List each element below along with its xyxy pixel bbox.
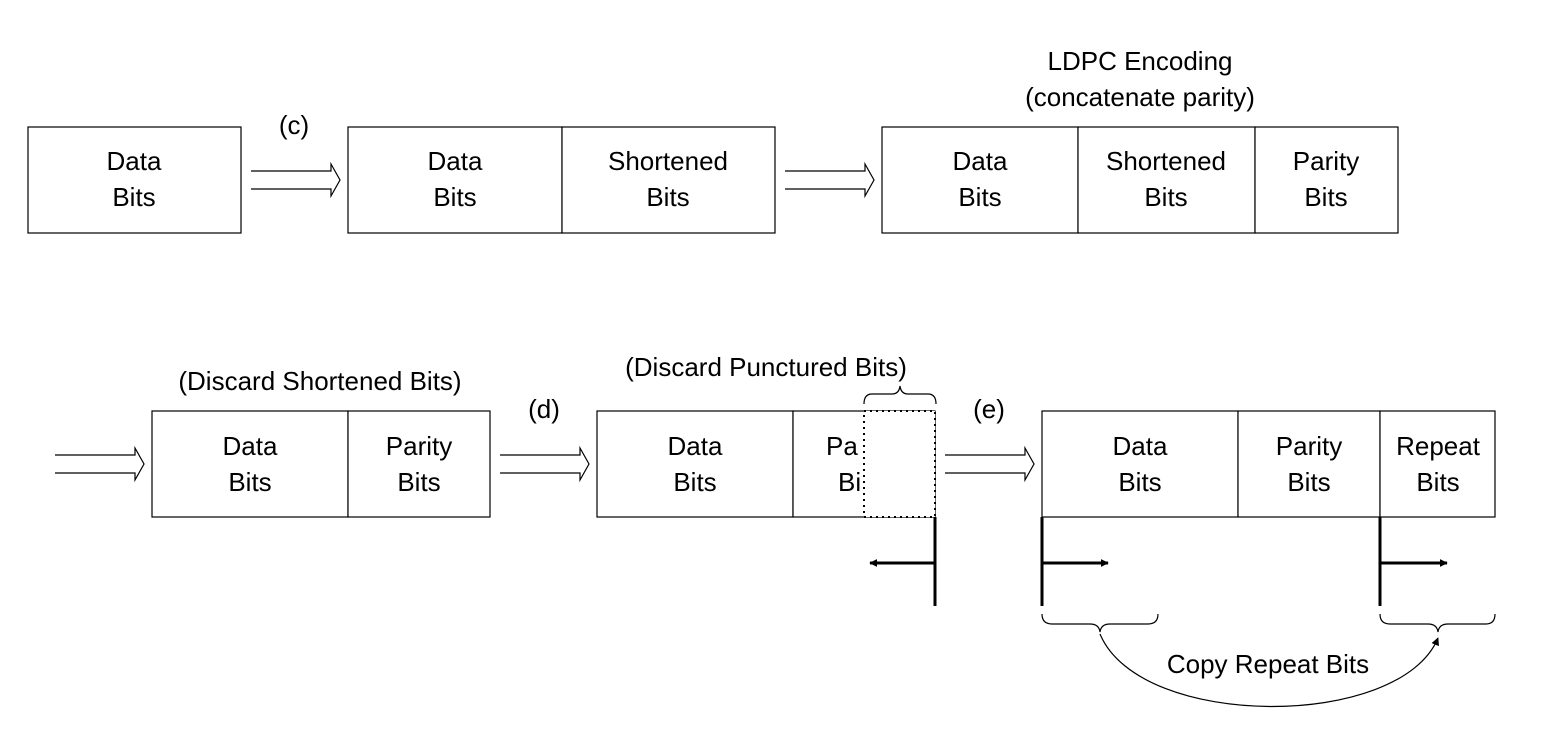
- hollow-arrow-icon: [785, 161, 875, 199]
- cell-line2: Bits: [673, 467, 716, 497]
- copy-repeat-label: Copy Repeat Bits: [1167, 649, 1369, 679]
- row2-unshortened-block: Data Bits Parity Bits: [151, 410, 491, 518]
- data-bits-box: [27, 126, 242, 234]
- cell-line2: Bits: [1144, 182, 1187, 212]
- cell-line1: Data: [223, 431, 278, 461]
- encoding-title: LDPC Encoding: [1048, 46, 1233, 76]
- cell-line2: Bits: [433, 182, 476, 212]
- hollow-arrow-icon: [945, 445, 1035, 483]
- data-bits-box: [1041, 410, 1239, 518]
- encoding-subtitle: (concatenate parity): [1025, 82, 1255, 112]
- cell-line1: Parity: [1276, 431, 1342, 461]
- parity-bits-box: [347, 410, 491, 518]
- row2-punctured-block: Data Bits Pa Bi: [596, 410, 936, 518]
- row1-shortened-block: Data Bits Shortened Bits: [347, 126, 776, 234]
- step-c-label: (c): [279, 110, 309, 140]
- cell-line2: Bi: [838, 467, 861, 497]
- cell-line2: Bits: [1118, 467, 1161, 497]
- cell-line2: Bits: [397, 467, 440, 497]
- discard-shortened-label: (Discard Shortened Bits): [178, 366, 461, 396]
- cell-line1: Data: [953, 146, 1008, 176]
- punctured-region: [863, 410, 936, 518]
- data-bits-box: [347, 126, 563, 234]
- shortened-bits-box: [561, 126, 776, 234]
- cell-line1: Data: [668, 431, 723, 461]
- row1-data-block: Data Bits: [27, 126, 242, 234]
- cell-line1: Data: [107, 146, 162, 176]
- repeat-bits-box: [1379, 410, 1496, 518]
- cell-line1: Shortened: [1106, 146, 1226, 176]
- hollow-arrow-icon: [500, 445, 590, 483]
- cell-line1: Repeat: [1396, 431, 1481, 461]
- cell-line2: Bits: [958, 182, 1001, 212]
- source-brace: [1041, 613, 1159, 633]
- target-brace: [1379, 613, 1496, 633]
- hollow-arrow-icon: [251, 161, 341, 199]
- parity-bits-box: [1254, 126, 1399, 234]
- cell-line1: Data: [1113, 431, 1168, 461]
- cell-line2: Bits: [1416, 467, 1459, 497]
- cell-line2: Bits: [1304, 182, 1347, 212]
- shortened-bits-box: [1077, 126, 1256, 234]
- step-e-label: (e): [973, 394, 1005, 424]
- row1-encoded-block: Data Bits Shortened Bits Parity Bits: [881, 126, 1399, 234]
- data-bits-box: [596, 410, 794, 518]
- cell-line1: Pa: [826, 431, 858, 461]
- cell-line1: Parity: [386, 431, 452, 461]
- step-d-label: (d): [528, 394, 560, 424]
- cell-line2: Bits: [228, 467, 271, 497]
- punctured-brace: [863, 385, 937, 405]
- cell-line2: Bits: [646, 182, 689, 212]
- cell-line2: Bits: [1287, 467, 1330, 497]
- cell-line1: Data: [428, 146, 483, 176]
- hollow-arrow-icon: [55, 445, 145, 483]
- copy-arrow: [1099, 633, 1439, 708]
- data-bits-box: [151, 410, 349, 518]
- parity-bits-box: [1237, 410, 1381, 518]
- cell-line1: Parity: [1293, 146, 1359, 176]
- cell-line1: Shortened: [608, 146, 728, 176]
- data-bits-box: [881, 126, 1079, 234]
- cell-line2: Bits: [112, 182, 155, 212]
- row2-repeated-block: Data Bits Parity Bits Repeat Bits: [1041, 410, 1496, 518]
- discard-punctured-label: (Discard Punctured Bits): [625, 352, 907, 382]
